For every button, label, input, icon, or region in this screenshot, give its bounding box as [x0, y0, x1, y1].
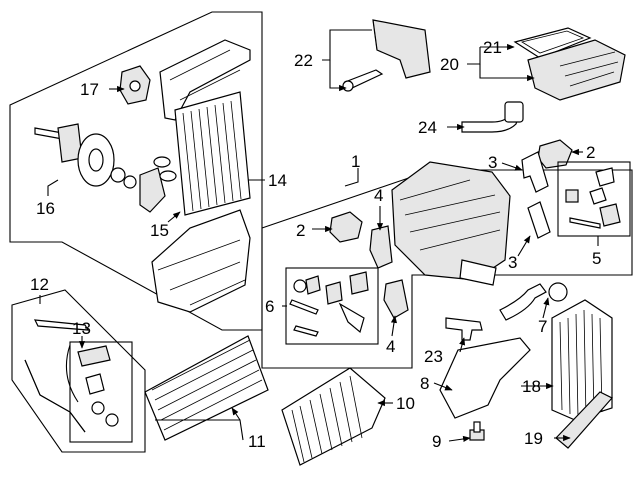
- part-5-kit-parts: [565, 167, 621, 229]
- part-13-kit-box: [69, 341, 133, 443]
- part-12-pipes: [24, 319, 90, 433]
- callout-6: 6: [265, 297, 274, 316]
- part-5-kit-box: [557, 161, 631, 237]
- part-3-bracket-top: [521, 151, 549, 193]
- part-19-filter-cover: [555, 391, 613, 449]
- callout-2-right: 2: [586, 143, 595, 162]
- part-16-blower: [34, 123, 177, 213]
- callout-1: 1: [351, 152, 360, 171]
- group-outline-12: [11, 289, 146, 453]
- callout-19: 19: [524, 429, 543, 448]
- part-15-heater-core: [174, 91, 251, 216]
- part-13-kit-parts: [77, 345, 119, 427]
- part-9-bolt: [469, 421, 485, 441]
- group-outline-14: [9, 11, 263, 331]
- part-2-actuator-left: [329, 211, 363, 243]
- callout-4-bottom: 4: [386, 337, 395, 356]
- part-10-evaporator: [281, 367, 386, 466]
- part-18-cabin-filter: [551, 299, 613, 421]
- part-4-motor-bottom: [383, 279, 409, 319]
- callout-2-left: 2: [296, 221, 305, 240]
- part-3-bracket-bottom: [527, 201, 551, 239]
- part-23-sensor: [445, 317, 483, 341]
- part-6-kit-parts: [289, 271, 369, 337]
- callout-9: 9: [432, 432, 441, 451]
- part-4-motor-top: [369, 225, 393, 269]
- callout-7: 7: [538, 317, 547, 336]
- callout-15: 15: [150, 221, 169, 240]
- part-11-radiator: [144, 335, 269, 441]
- callout-11: 11: [248, 432, 266, 451]
- part-24-sensor: [461, 101, 524, 133]
- callout-3-bottom: 3: [508, 253, 517, 272]
- part-21-seal: [513, 27, 592, 59]
- callout-23: 23: [424, 347, 443, 366]
- callout-22: 22: [294, 51, 313, 70]
- callout-13: 13: [72, 319, 91, 338]
- callout-17: 17: [80, 80, 99, 99]
- callout-21: 21: [483, 38, 502, 57]
- callout-12: 12: [30, 275, 49, 294]
- callout-labels: 1 2 2 3 3 4 4 5 6 7 8 9 10 11 12 13 14 1…: [30, 38, 601, 451]
- leader-lines: [39, 29, 599, 443]
- part-1-hvac-case: [391, 161, 511, 286]
- callout-16: 16: [36, 199, 55, 218]
- callout-10: 10: [396, 394, 415, 413]
- part-lower-case: [151, 209, 251, 313]
- part-17-bracket: [119, 65, 151, 105]
- part-8-plate: [439, 337, 531, 419]
- callout-8: 8: [420, 374, 429, 393]
- part-2-actuator-right: [537, 139, 573, 169]
- callout-3-top: 3: [488, 153, 497, 172]
- callout-18: 18: [522, 377, 541, 396]
- part-7-hose: [499, 282, 568, 321]
- callout-24: 24: [418, 118, 437, 137]
- callout-14: 14: [268, 171, 287, 190]
- callout-4-top: 4: [374, 186, 383, 205]
- callout-20: 20: [440, 55, 459, 74]
- part-frame: [159, 39, 251, 121]
- part-22-housing: [342, 19, 431, 92]
- part-20-filter-housing: [527, 39, 626, 101]
- callout-5: 5: [592, 249, 601, 268]
